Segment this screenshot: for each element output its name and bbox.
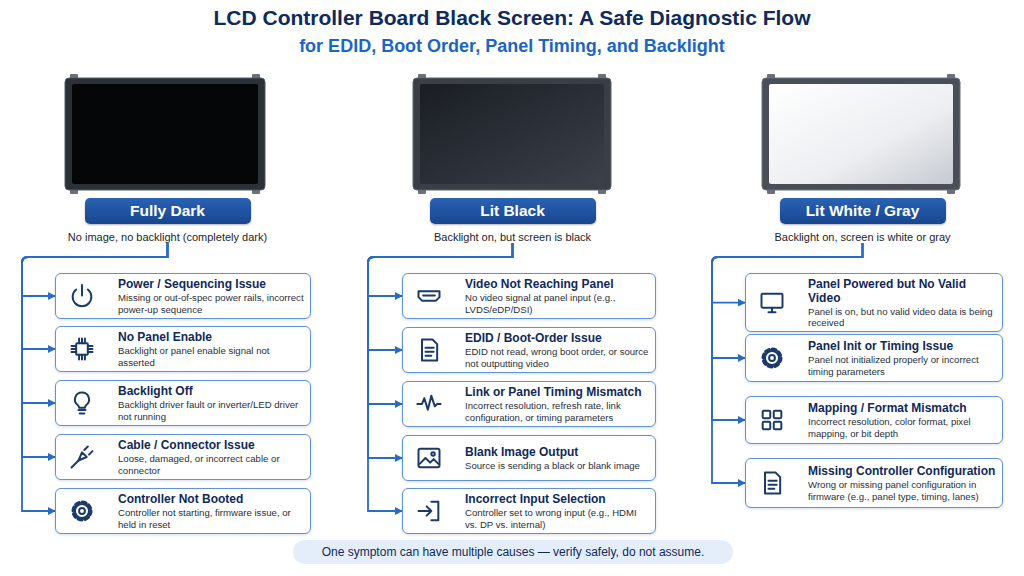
- cause-title: Mapping / Format Mismatch: [808, 401, 996, 415]
- connector-arrow: [368, 243, 513, 404]
- cause-box: EDID / Boot-Order IssueEDID not read, wr…: [402, 327, 656, 373]
- cause-box: Video Not Reaching PanelNo video signal …: [402, 273, 656, 319]
- cause-icon: [758, 406, 786, 434]
- cause-description: Incorrect resolution, color format, pixe…: [808, 416, 996, 438]
- cause-icon: [415, 497, 443, 525]
- cause-box: Blank Image OutputSource is sending a bl…: [402, 435, 656, 481]
- cause-icon: [68, 335, 96, 363]
- cause-icon: [68, 497, 96, 525]
- cause-box: Mapping / Format MismatchIncorrect resol…: [745, 396, 1003, 444]
- cause-box: Controller Not BootedController not star…: [55, 488, 311, 534]
- connector-arrow: [22, 243, 168, 403]
- cause-icon: [415, 390, 443, 418]
- cause-icon: [415, 444, 443, 472]
- cause-description: Source is sending a black or blank image: [465, 460, 649, 471]
- cause-icon: [68, 389, 96, 417]
- cause-description: Backlight driver fault or inverter/LED d…: [118, 399, 304, 421]
- cause-box: Panel Init or Timing IssuePanel not init…: [745, 334, 1003, 382]
- cause-title: Controller Not Booted: [118, 492, 304, 506]
- monitor-lit-white: [762, 74, 960, 194]
- cause-description: Panel not initialized properly or incorr…: [808, 354, 996, 376]
- cause-title: Incorrect Input Selection: [465, 492, 649, 506]
- cause-title: No Panel Enable: [118, 330, 304, 344]
- cause-box: Backlight OffBacklight driver fault or i…: [55, 380, 311, 426]
- cause-description: Panel is on, but no valid video data is …: [808, 306, 996, 328]
- cause-title: Link or Panel Timing Mismatch: [465, 385, 649, 399]
- cause-icon: [68, 282, 96, 310]
- symptom-header: Lit White / GrayBacklight on, screen is …: [735, 198, 990, 243]
- cause-title: Blank Image Output: [465, 445, 649, 459]
- symptom-description: No image, no backlight (completely dark): [40, 231, 295, 243]
- monitor-dark: [65, 74, 265, 194]
- cause-box: Power / Sequencing IssueMissing or out-o…: [55, 273, 311, 319]
- caption-pill: One symptom can have multiple causes — v…: [293, 540, 733, 564]
- cause-icon: [415, 282, 443, 310]
- cause-title: Video Not Reaching Panel: [465, 277, 649, 291]
- cause-title: Panel Init or Timing Issue: [808, 339, 996, 353]
- subtitle: for EDID, Boot Order, Panel Timing, and …: [0, 36, 1024, 57]
- cause-icon: [68, 443, 96, 471]
- cause-box: No Panel EnableBacklight or panel enable…: [55, 326, 311, 372]
- cause-title: Cable / Connector Issue: [118, 438, 304, 452]
- cause-icon: [758, 344, 786, 372]
- cause-description: Wrong or missing panel configuration in …: [808, 479, 996, 501]
- cause-title: Power / Sequencing Issue: [118, 277, 304, 291]
- cause-title: Missing Controller Configuration: [808, 464, 996, 478]
- cause-icon: [758, 469, 786, 497]
- symptom-description: Backlight on, but screen is black: [385, 231, 640, 243]
- cause-description: Missing or out-of-spec power rails, inco…: [118, 292, 304, 314]
- cause-box: Missing Controller ConfigurationWrong or…: [745, 458, 1003, 508]
- cause-box: Panel Powered but No Valid VideoPanel is…: [745, 273, 1003, 332]
- cause-box: Cable / Connector IssueLoose, damaged, o…: [55, 434, 311, 480]
- symptom-label: Fully Dark: [85, 198, 251, 224]
- cause-description: Incorrect resolution, refresh rate, link…: [465, 400, 649, 422]
- cause-description: No video signal at panel input (e.g., LV…: [465, 292, 649, 314]
- monitor-lit-black: [413, 74, 611, 194]
- cause-description: Backlight or panel enable signal not ass…: [118, 345, 304, 367]
- cause-title: Panel Powered but No Valid Video: [808, 277, 996, 305]
- cause-description: Controller not starting, firmware issue,…: [118, 507, 304, 529]
- symptom-label: Lit Black: [430, 198, 596, 224]
- symptom-label: Lit White / Gray: [780, 198, 946, 224]
- cause-icon: [758, 289, 786, 317]
- cause-description: Controller set to wrong input (e.g., HDM…: [465, 507, 649, 529]
- cause-description: EDID not read, wrong boot order, or sour…: [465, 346, 649, 368]
- cause-icon: [415, 336, 443, 364]
- symptom-header: Lit BlackBacklight on, but screen is bla…: [385, 198, 640, 243]
- symptom-header: Fully Dark No image, no backlight (comple…: [40, 198, 295, 243]
- cause-description: Loose, damaged, or incorrect cable or co…: [118, 453, 304, 475]
- cause-box: Link or Panel Timing MismatchIncorrect r…: [402, 381, 656, 427]
- symptom-description: Backlight on, screen is white or gray: [735, 231, 990, 243]
- cause-title: EDID / Boot-Order Issue: [465, 331, 649, 345]
- title: LCD Controller Board Black Screen: A Saf…: [0, 6, 1024, 30]
- cause-title: Backlight Off: [118, 384, 304, 398]
- cause-box: Incorrect Input SelectionController set …: [402, 488, 656, 534]
